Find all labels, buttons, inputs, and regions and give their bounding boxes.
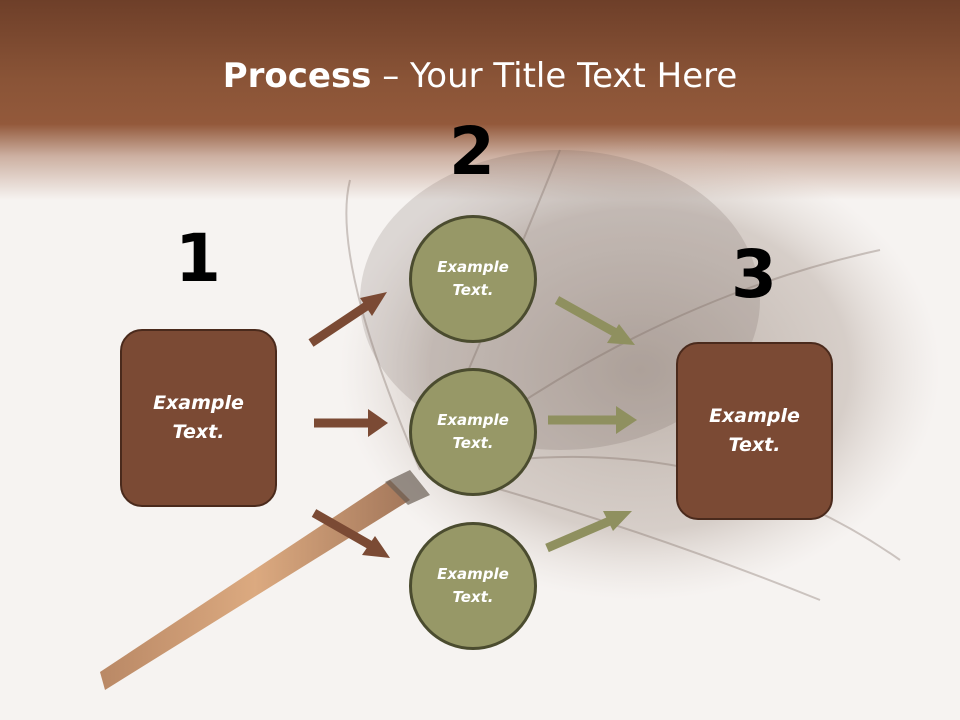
- step-number-2: 2: [449, 113, 495, 190]
- title-rest: – Your Title Text Here: [371, 56, 738, 96]
- arrow-1-to-middle: [314, 409, 388, 437]
- arrow-top-to-3: [554, 296, 635, 345]
- title-bold: Process: [222, 56, 372, 96]
- step-number-3: 3: [731, 236, 777, 313]
- step-2-circle-middle: Example Text.: [409, 368, 537, 496]
- step-3-text: Example Text.: [709, 405, 800, 456]
- step-2-circle-bottom: Example Text.: [409, 522, 537, 650]
- arrow-1-to-top: [308, 292, 387, 347]
- step-2-circle-top: Example Text.: [409, 215, 537, 343]
- arrow-middle-to-3: [548, 406, 637, 434]
- step-2-text-top: Example Text.: [437, 258, 509, 299]
- step-2-text-middle: Example Text.: [437, 411, 509, 452]
- arrow-bottom-to-3: [545, 511, 632, 553]
- arrow-1-to-bottom: [311, 509, 390, 558]
- header-band: [0, 0, 960, 200]
- step-1-text: Example Text.: [153, 392, 244, 443]
- step-1-box: Example Text.: [120, 329, 277, 507]
- page-title: Process – Your Title Text Here: [0, 54, 960, 98]
- step-2-text-bottom: Example Text.: [437, 565, 509, 606]
- step-3-box: Example Text.: [676, 342, 833, 520]
- step-number-1: 1: [175, 220, 221, 297]
